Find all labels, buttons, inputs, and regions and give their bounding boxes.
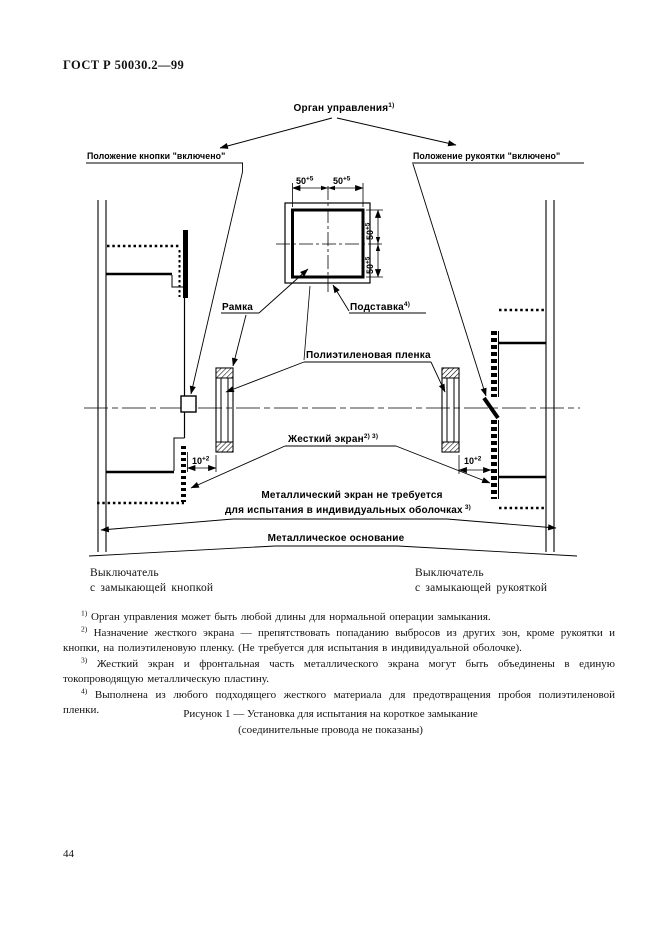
footnote-3-text: Жесткий экран и фронтальная часть металл… <box>63 657 615 686</box>
label-metal-base: Металлическое основание <box>268 533 405 544</box>
footnote-3-marker: 3) <box>81 654 88 664</box>
film-frame-right <box>441 367 460 453</box>
frame-front-view <box>276 186 384 292</box>
footnote-2-text: Назначение жесткого экрана — препятствов… <box>63 626 615 655</box>
button-actuator <box>180 395 197 413</box>
leader-frame-side <box>231 314 247 367</box>
standard-code: ГОСТ Р 50030.2—99 <box>63 58 185 72</box>
page-number: 44 <box>63 848 74 860</box>
dim-50-top-left: 50+5 <box>296 176 314 187</box>
handle-actuator <box>482 396 500 420</box>
connector-square-film <box>303 285 311 361</box>
leader-rigid-screen-right <box>395 445 491 484</box>
leader-stand <box>332 284 350 312</box>
caption-switch-button: Выключатель с замыкающей кнопкой <box>90 566 213 595</box>
label-stand: Подставка4) <box>350 301 410 313</box>
figure-diagram: Орган управления1) Положение кнопки "вкл… <box>84 102 584 557</box>
footnotes: 1) Орган управления может быть любой дли… <box>63 608 615 719</box>
dim-10-left: 10+2 <box>192 456 210 467</box>
figure-caption-line2: (соединительные провода не показаны) <box>238 723 423 736</box>
label-control-organ: Орган управления1) <box>294 102 395 114</box>
leader-control-organ-right <box>336 117 457 147</box>
leader-metal-screen-right <box>446 518 557 531</box>
dimension-gap-left: 10+2 <box>187 452 217 472</box>
label-handle-position: Положение рукоятки "включено" <box>413 151 560 161</box>
footnote-1-marker: 1) <box>81 608 88 618</box>
caption-switch-handle-line2: с замыкающей рукояткой <box>415 581 548 594</box>
leader-film-right <box>430 361 446 393</box>
dim-50-top-right: 50+5 <box>333 176 351 187</box>
label-metal-screen-line2: для испытания в индивидуальных оболочках… <box>225 504 471 516</box>
right-switch-section <box>482 308 546 510</box>
dim-50-side-lower: 50+5 <box>365 256 376 274</box>
enclosure-walls <box>97 200 555 552</box>
leader-metal-screen-left <box>100 518 234 533</box>
film-frame-left <box>215 367 234 453</box>
footnote-1-text: Орган управления может быть любой длины … <box>87 611 491 623</box>
dimension-gap-right: 10+2 <box>458 455 492 474</box>
leader-control-organ-left <box>219 117 333 149</box>
caption-switch-button-line1: Выключатель <box>90 567 159 579</box>
caption-switch-button-line2: с замыкающей кнопкой <box>90 581 214 594</box>
leader-rigid-screen-left <box>190 445 286 489</box>
label-rigid-screen: Жесткий экран2) 3) <box>287 433 378 445</box>
footnote-4-text: Выполнена из любого подходящего жесткого… <box>63 688 615 717</box>
label-metal-screen-line1: Металлический экран не требуется <box>261 489 442 501</box>
leader-metal-base-right <box>397 545 578 557</box>
caption-switch-handle: Выключатель с замыкающей рукояткой <box>415 566 547 595</box>
figure-caption: Рисунок 1 — Установка для испытания на к… <box>0 707 661 738</box>
footnote-3: 3) Жесткий экран и фронтальная часть мет… <box>63 654 615 688</box>
leader-frame-square <box>258 268 309 314</box>
leader-handle-position <box>412 163 487 397</box>
footnote-2: 2) Назначение жесткого экрана — препятст… <box>63 623 615 657</box>
leader-button-position <box>189 163 243 395</box>
left-switch-section <box>97 230 197 505</box>
dim-50-side-upper: 50+5 <box>365 222 376 240</box>
label-film: Полиэтиленовая пленка <box>306 350 431 361</box>
dimension-top: 50+5 50+5 <box>292 176 364 207</box>
dim-10-right: 10+2 <box>464 456 482 467</box>
figure-caption-line1: Рисунок 1 — Установка для испытания на к… <box>183 708 478 720</box>
footnote-4-marker: 4) <box>81 685 88 695</box>
label-frame: Рамка <box>222 302 253 313</box>
caption-switch-handle-line1: Выключатель <box>415 567 484 579</box>
footnote-1: 1) Орган управления может быть любой дли… <box>63 608 615 626</box>
leader-metal-base-left <box>88 545 276 557</box>
dimension-side: 50+5 50+5 <box>365 209 383 278</box>
footnote-4: 4) Выполнена из любого подходящего жестк… <box>63 685 615 719</box>
footnote-2-marker: 2) <box>81 623 88 633</box>
label-button-position: Положение кнопки "включено" <box>87 151 225 161</box>
leader-film-left <box>225 361 305 393</box>
